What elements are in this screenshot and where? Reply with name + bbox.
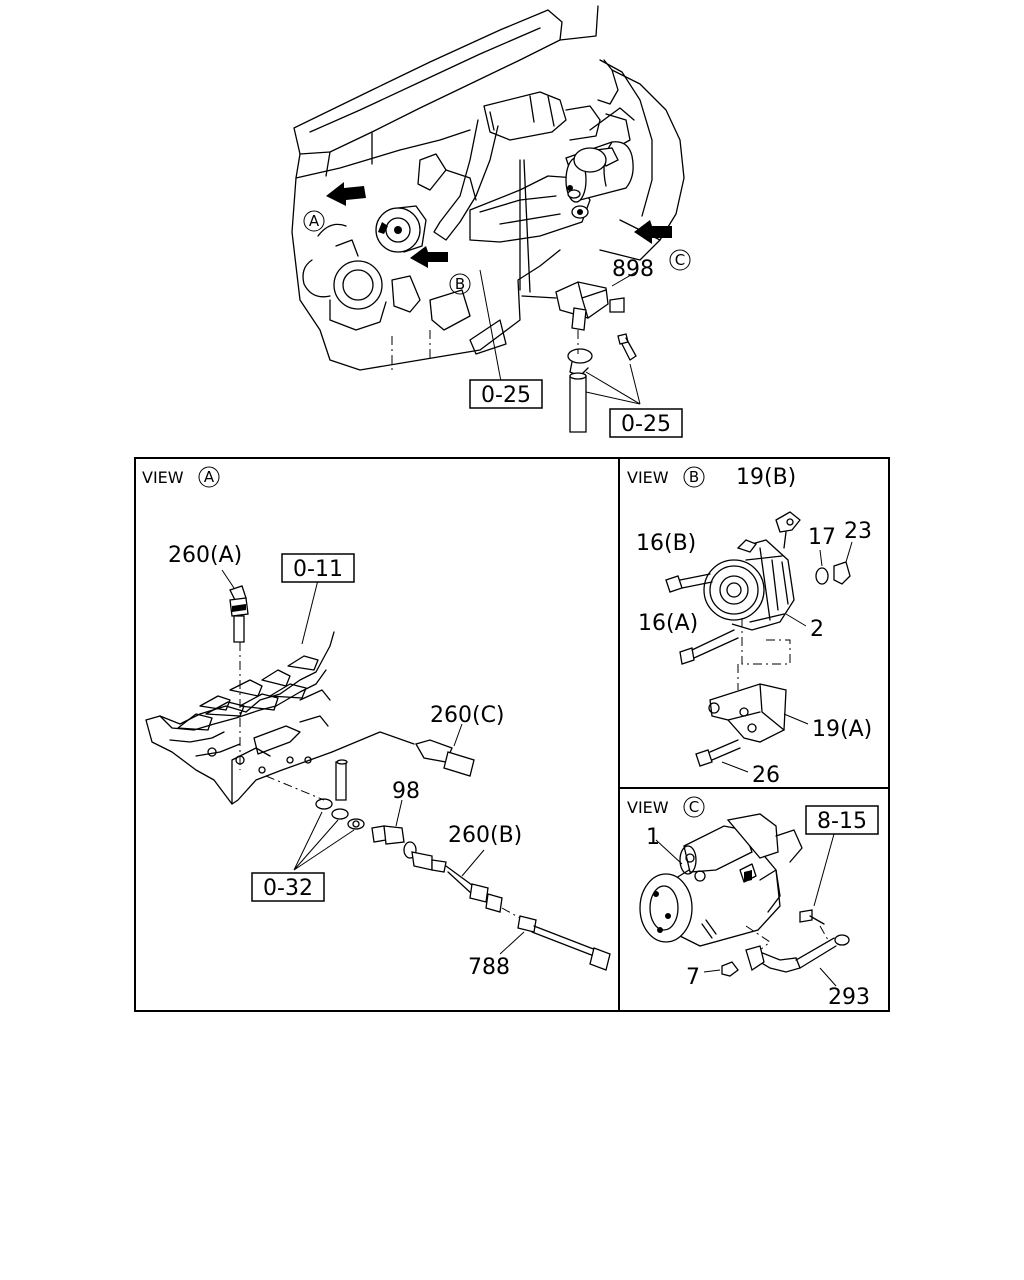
view-b-title: VIEW: [627, 468, 669, 487]
label-19a: 19(A): [812, 717, 872, 742]
view-c-letter: C: [689, 798, 699, 816]
ref-box-0-32-frame: [251, 872, 325, 902]
views-frame: [134, 457, 890, 1012]
view-b-drawing: [665, 511, 853, 773]
ref-box-0-11[interactable]: 0-11: [293, 557, 343, 582]
view-c-title: VIEW: [627, 798, 669, 817]
arrow-a: [326, 182, 366, 206]
label-98: 98: [392, 779, 420, 804]
view-marker-c: C: [675, 251, 685, 269]
view-marker-b: B: [455, 275, 465, 293]
view-a-title: VIEW: [142, 468, 184, 487]
label-260b: 260(B): [448, 823, 522, 848]
label-260c: 260(C): [430, 703, 505, 728]
ref-box-right-frame: [609, 408, 683, 438]
ref-box-left-frame: [469, 379, 543, 409]
ref-box-0-25-left[interactable]: 0-25: [481, 383, 531, 408]
label-260a: 260(A): [168, 543, 242, 568]
label-293: 293: [828, 985, 870, 1010]
part-label-898: 898: [612, 257, 654, 282]
view-c-drawing: [639, 813, 850, 987]
ref-box-8-15[interactable]: 8-15: [817, 809, 867, 834]
view-b-circle: [683, 466, 705, 488]
ref-box-8-15-frame: [805, 805, 879, 835]
arrow-c: [634, 220, 672, 244]
label-788: 788: [468, 955, 510, 980]
view-c-circle: [683, 796, 705, 818]
label-1: 1: [646, 825, 660, 850]
view-a-circle: [198, 466, 220, 488]
label-17: 17: [808, 525, 836, 550]
view-a-letter: A: [204, 468, 215, 486]
ref-box-0-32[interactable]: 0-32: [263, 876, 313, 901]
view-b-letter: B: [689, 468, 699, 486]
label-16b: 16(B): [636, 531, 696, 556]
arrow-b: [410, 246, 448, 268]
view-marker-a: A: [309, 212, 320, 230]
view-a-drawing: [145, 569, 611, 971]
ref-box-0-25-right[interactable]: 0-25: [621, 412, 671, 437]
ref-box-0-11-frame: [281, 553, 355, 583]
label-23: 23: [844, 519, 872, 544]
engine-overview: [291, 5, 691, 433]
label-16a: 16(A): [638, 611, 698, 636]
label-26: 26: [752, 763, 780, 788]
label-19b: 19(B): [736, 465, 796, 490]
label-7: 7: [686, 965, 700, 990]
label-2: 2: [810, 617, 824, 642]
